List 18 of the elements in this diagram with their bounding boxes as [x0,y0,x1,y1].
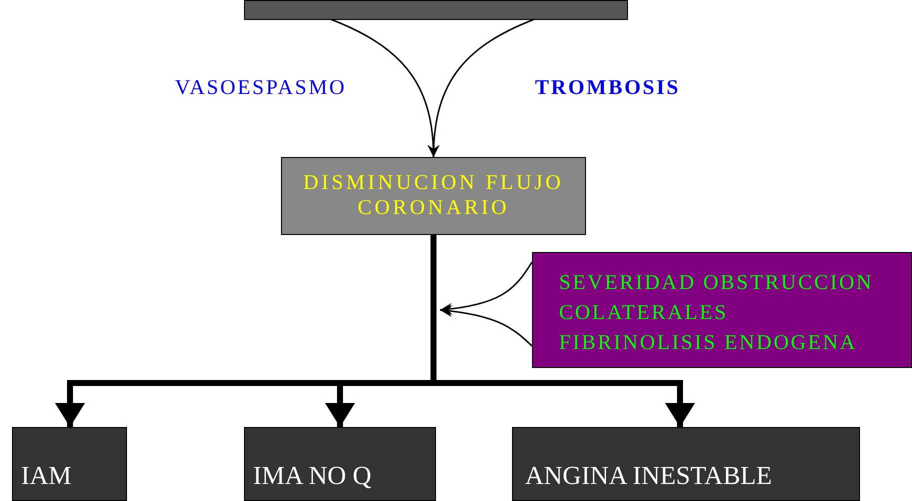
outcome-box [512,427,860,501]
factor-text: FIBRINOLISIS ENDOGENA [559,329,858,356]
edge-label: VASOESPASMO [175,75,346,100]
outcome-box [12,427,127,501]
edge-label: TROMBOSIS [535,75,680,100]
factor-box [532,252,912,368]
arrow [440,305,533,347]
box-label: IAM [21,461,73,491]
arrow [440,262,533,315]
box-label: IMA NO Q [253,461,372,491]
box-label: DISMINUCION FLUJO CORONARIO [302,170,565,220]
factor-text: SEVERIDAD OBSTRUCCION [559,269,874,296]
box-label: ANGINA INESTABLE [525,461,774,491]
factor-text: COLATERALES [559,299,729,326]
process-box [281,157,586,235]
bar-shape [244,0,628,20]
outcome-box [244,427,436,501]
arrow [428,18,536,158]
